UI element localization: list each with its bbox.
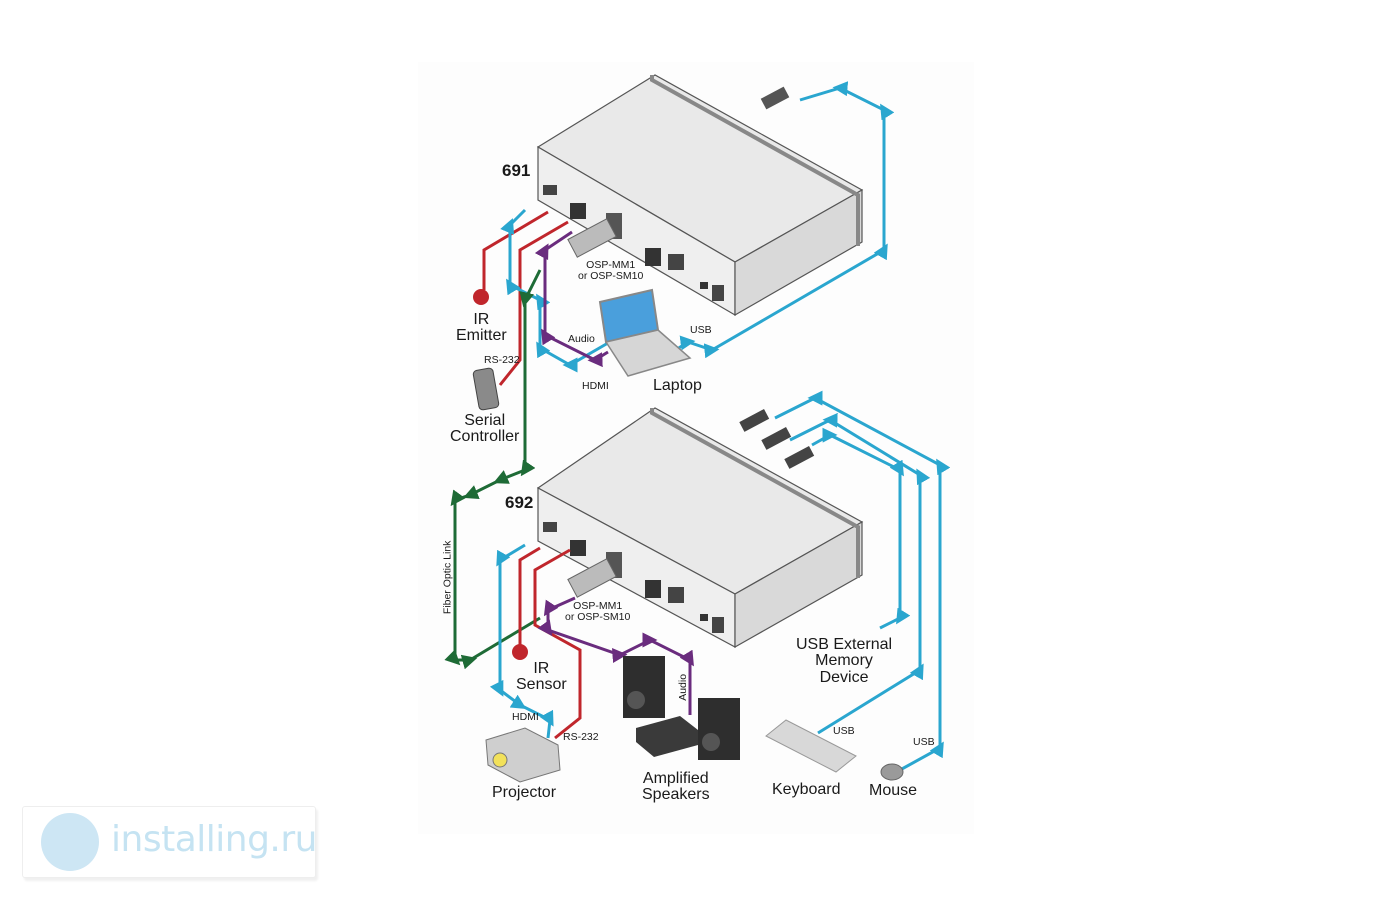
cable-audio-top bbox=[534, 230, 609, 368]
ir-emitter-icon bbox=[473, 289, 489, 305]
watermark: installing.ru bbox=[22, 806, 317, 878]
rs232-terminal bbox=[570, 540, 586, 556]
cable-fiber-optic bbox=[444, 269, 542, 670]
cable-audio-bottom bbox=[537, 596, 694, 715]
watermark-text: installing.ru bbox=[111, 819, 317, 860]
usb-top-label: USB bbox=[690, 324, 712, 336]
audio-top-label: Audio bbox=[568, 333, 595, 345]
cable-usb-top bbox=[667, 81, 895, 359]
usb-b-plug bbox=[760, 86, 790, 110]
keyboard-label: Keyboard bbox=[772, 781, 841, 798]
ethernet-port bbox=[668, 587, 684, 603]
watermark-logo-icon bbox=[41, 813, 99, 871]
projector-label: Projector bbox=[492, 784, 557, 801]
ir-sensor-icon bbox=[512, 644, 528, 660]
device-691-label: 691 bbox=[502, 161, 531, 180]
mouse-label: Mouse bbox=[869, 782, 918, 799]
ir-emitter-label: IR Emitter bbox=[456, 311, 507, 345]
hdmi-bottom-label: HDMI bbox=[512, 711, 539, 723]
control-terminal bbox=[645, 248, 661, 266]
rs232-top-label: RS-232 bbox=[484, 354, 520, 366]
cable-ir-sensor bbox=[518, 546, 541, 645]
hdmi-port bbox=[543, 522, 557, 532]
amplified-speakers-icon bbox=[623, 656, 740, 760]
cable-usb-mouse bbox=[774, 390, 951, 772]
usb-mini-port bbox=[700, 614, 708, 621]
usb-mouse-label: USB bbox=[913, 736, 935, 748]
power-jack bbox=[712, 285, 724, 301]
projector-icon bbox=[485, 727, 561, 783]
fiber-optic-label: Fiber Optic Link bbox=[441, 540, 454, 615]
rs232-bottom-label: RS-232 bbox=[563, 731, 599, 743]
control-terminal bbox=[645, 580, 661, 598]
ethernet-port bbox=[668, 254, 684, 270]
mouse-icon bbox=[880, 763, 904, 781]
usb-keyboard-label: USB bbox=[833, 725, 855, 737]
module-label-top: OSP-MM1 or OSP-SM10 bbox=[578, 259, 644, 282]
module-label-bottom: OSP-MM1 or OSP-SM10 bbox=[565, 600, 631, 623]
amplified-speakers-label: Amplified Speakers bbox=[642, 770, 710, 804]
audio-bottom-label: Audio bbox=[677, 673, 690, 701]
power-jack bbox=[712, 617, 724, 633]
cable-hdmi-bottom bbox=[489, 543, 554, 739]
rs232-terminal bbox=[570, 203, 586, 219]
usb-plugs bbox=[739, 409, 815, 469]
hdmi-port bbox=[543, 185, 557, 195]
sfp-module bbox=[567, 558, 617, 598]
usb-mini-port bbox=[700, 282, 708, 289]
serial-controller-label: Serial Controller bbox=[450, 412, 520, 446]
usb-memory-label: USB External Memory Device bbox=[796, 636, 893, 686]
laptop-icon bbox=[598, 288, 692, 377]
keyboard-icon bbox=[765, 719, 857, 773]
device-692-label: 692 bbox=[505, 493, 534, 512]
hdmi-top-label: HDMI bbox=[582, 380, 609, 392]
ir-sensor-label: IR Sensor bbox=[516, 660, 567, 694]
laptop-label: Laptop bbox=[653, 377, 702, 394]
